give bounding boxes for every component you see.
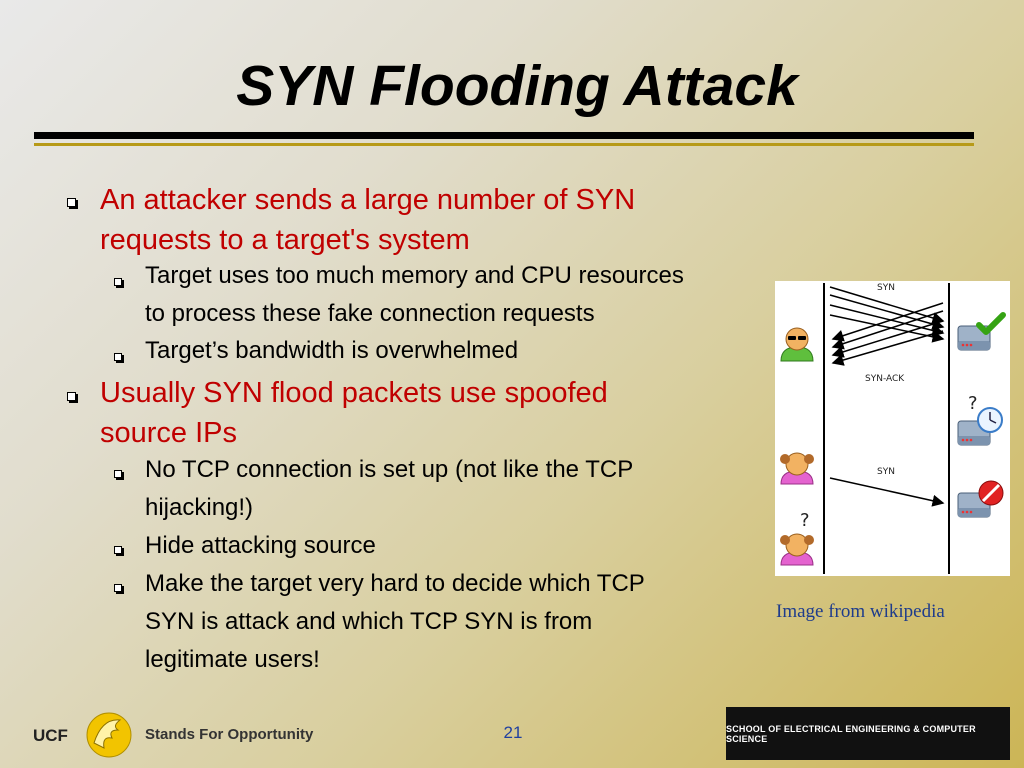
page-number: 21 bbox=[503, 723, 523, 742]
sub-bullet-marker bbox=[114, 546, 122, 554]
sub-bullet-line: No TCP connection is set up (not like th… bbox=[145, 456, 634, 483]
label-syn-top: SYN bbox=[877, 283, 895, 293]
sub-bullet-marker bbox=[114, 470, 122, 478]
bullet-line: source IPs bbox=[100, 417, 237, 449]
sub-bullet-marker bbox=[114, 278, 122, 286]
sub-bullet-1-1: Target uses too much memory and CPU reso… bbox=[145, 257, 684, 333]
syn-arrows-top bbox=[829, 286, 945, 343]
sub-bullet-line: to process these fake connection request… bbox=[145, 300, 595, 327]
bullet-marker bbox=[67, 198, 76, 207]
sub-bullet-2-2: Hide attacking source bbox=[145, 527, 376, 565]
user-icon bbox=[780, 452, 814, 485]
figure-caption: Image from wikipedia bbox=[776, 601, 945, 622]
footer-tagline: Stands For Opportunity bbox=[145, 726, 314, 743]
sub-bullet-line: legitimate users! bbox=[145, 646, 320, 673]
sub-bullet-line: hijacking!) bbox=[145, 494, 254, 521]
bullet-marker bbox=[67, 392, 76, 401]
syn-arrow-bottom bbox=[829, 477, 945, 507]
sub-bullet-line: SYN is attack and which TCP SYN is from bbox=[145, 608, 593, 635]
label-syn-ack: SYN-ACK bbox=[865, 374, 905, 384]
syn-ack-arrows bbox=[831, 302, 944, 366]
label-syn-bottom: SYN bbox=[877, 467, 895, 477]
attacker-icon bbox=[780, 327, 814, 362]
clock-icon bbox=[977, 407, 1003, 433]
user-icon bbox=[780, 533, 814, 566]
sub-bullet-2-3: Make the target very hard to decide whic… bbox=[145, 565, 645, 679]
title-underline-thin bbox=[34, 143, 974, 146]
syn-flood-diagram: SYN SYN-ACK SYN ? bbox=[775, 281, 1010, 576]
bullet-line: requests to a target's system bbox=[100, 224, 470, 256]
sub-bullet-line: Make the target very hard to decide whic… bbox=[145, 570, 645, 597]
check-icon bbox=[976, 312, 1006, 335]
title-underline-thick bbox=[34, 132, 974, 139]
sub-bullet-line: Hide attacking source bbox=[145, 532, 376, 559]
sub-bullet-1-2: Target’s bandwidth is overwhelmed bbox=[145, 332, 518, 370]
bullet-main-2: Usually SYN flood packets use spoofed so… bbox=[100, 373, 608, 453]
school-banner: SCHOOL OF ELECTRICAL ENGINEERING & COMPU… bbox=[726, 707, 1010, 760]
label-user-question: ? bbox=[800, 510, 810, 531]
ucf-wordmark: UCF bbox=[33, 726, 68, 745]
slide-title: SYN Flooding Attack bbox=[236, 54, 798, 118]
bullet-line: Usually SYN flood packets use spoofed bbox=[100, 377, 608, 409]
sub-bullet-line: Target uses too much memory and CPU reso… bbox=[145, 262, 684, 289]
bullet-line: An attacker sends a large number of SYN bbox=[100, 184, 636, 216]
sub-bullet-line: Target’s bandwidth is overwhelmed bbox=[145, 337, 519, 364]
sub-bullet-marker bbox=[114, 353, 122, 361]
sub-bullet-marker bbox=[114, 584, 122, 592]
label-server-question: ? bbox=[968, 393, 978, 414]
bullet-main-1: An attacker sends a large number of SYN … bbox=[100, 180, 635, 260]
sub-bullet-2-1: No TCP connection is set up (not like th… bbox=[145, 451, 633, 527]
deny-icon bbox=[978, 480, 1004, 506]
syn-flood-diagram-svg: SYN SYN-ACK SYN ? bbox=[780, 283, 1006, 574]
pegasus-logo-icon bbox=[86, 712, 132, 758]
